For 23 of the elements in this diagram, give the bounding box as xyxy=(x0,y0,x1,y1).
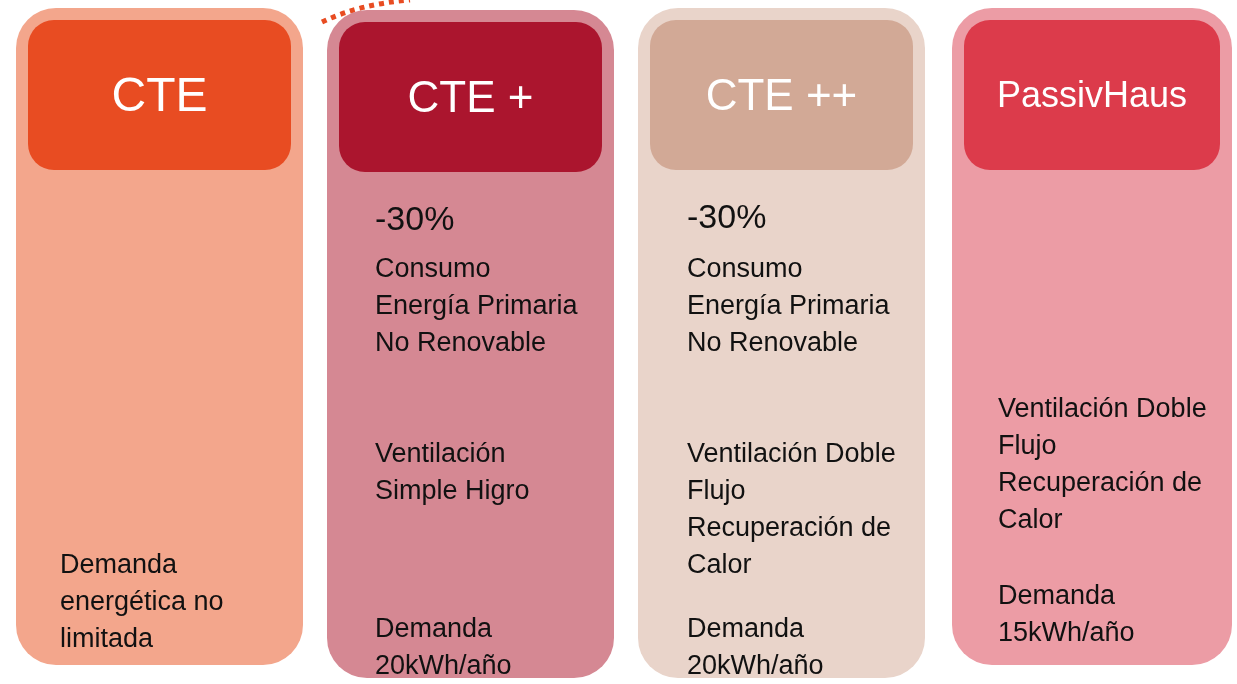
description-text: Consumo Energía Primaria No Renovable xyxy=(687,252,891,359)
description-text: Demanda 15kWh/año xyxy=(998,579,1136,649)
header-box xyxy=(964,20,1220,170)
header-title: CTE + xyxy=(406,71,535,123)
column-box xyxy=(952,8,1232,665)
percentage-value: -30% xyxy=(375,200,456,237)
description-text: Demanda energética no limitada xyxy=(60,548,225,655)
column-box xyxy=(327,10,614,678)
header-title: CTE ++ xyxy=(704,69,859,121)
percentage-value: -30% xyxy=(687,198,768,235)
description-text: Ventilación Simple Higro xyxy=(375,437,531,507)
description-text: Consumo Energía Primaria No Renovable xyxy=(375,252,579,359)
description-text: Demanda 20kWh/año xyxy=(375,612,513,682)
header-box xyxy=(650,20,913,170)
header-box xyxy=(28,20,291,170)
column-box xyxy=(638,8,925,678)
description-text: Ventilación Doble Flujo Recuperación de Calor xyxy=(687,437,897,581)
description-text: Demanda 20kWh/año xyxy=(687,612,825,682)
description-text: Ventilación Doble Flujo Recuperación de Calor xyxy=(998,392,1208,536)
header-title: PassivHaus xyxy=(995,74,1189,116)
column-box xyxy=(16,8,303,665)
header-box xyxy=(339,22,602,172)
header-title: CTE xyxy=(110,67,209,123)
